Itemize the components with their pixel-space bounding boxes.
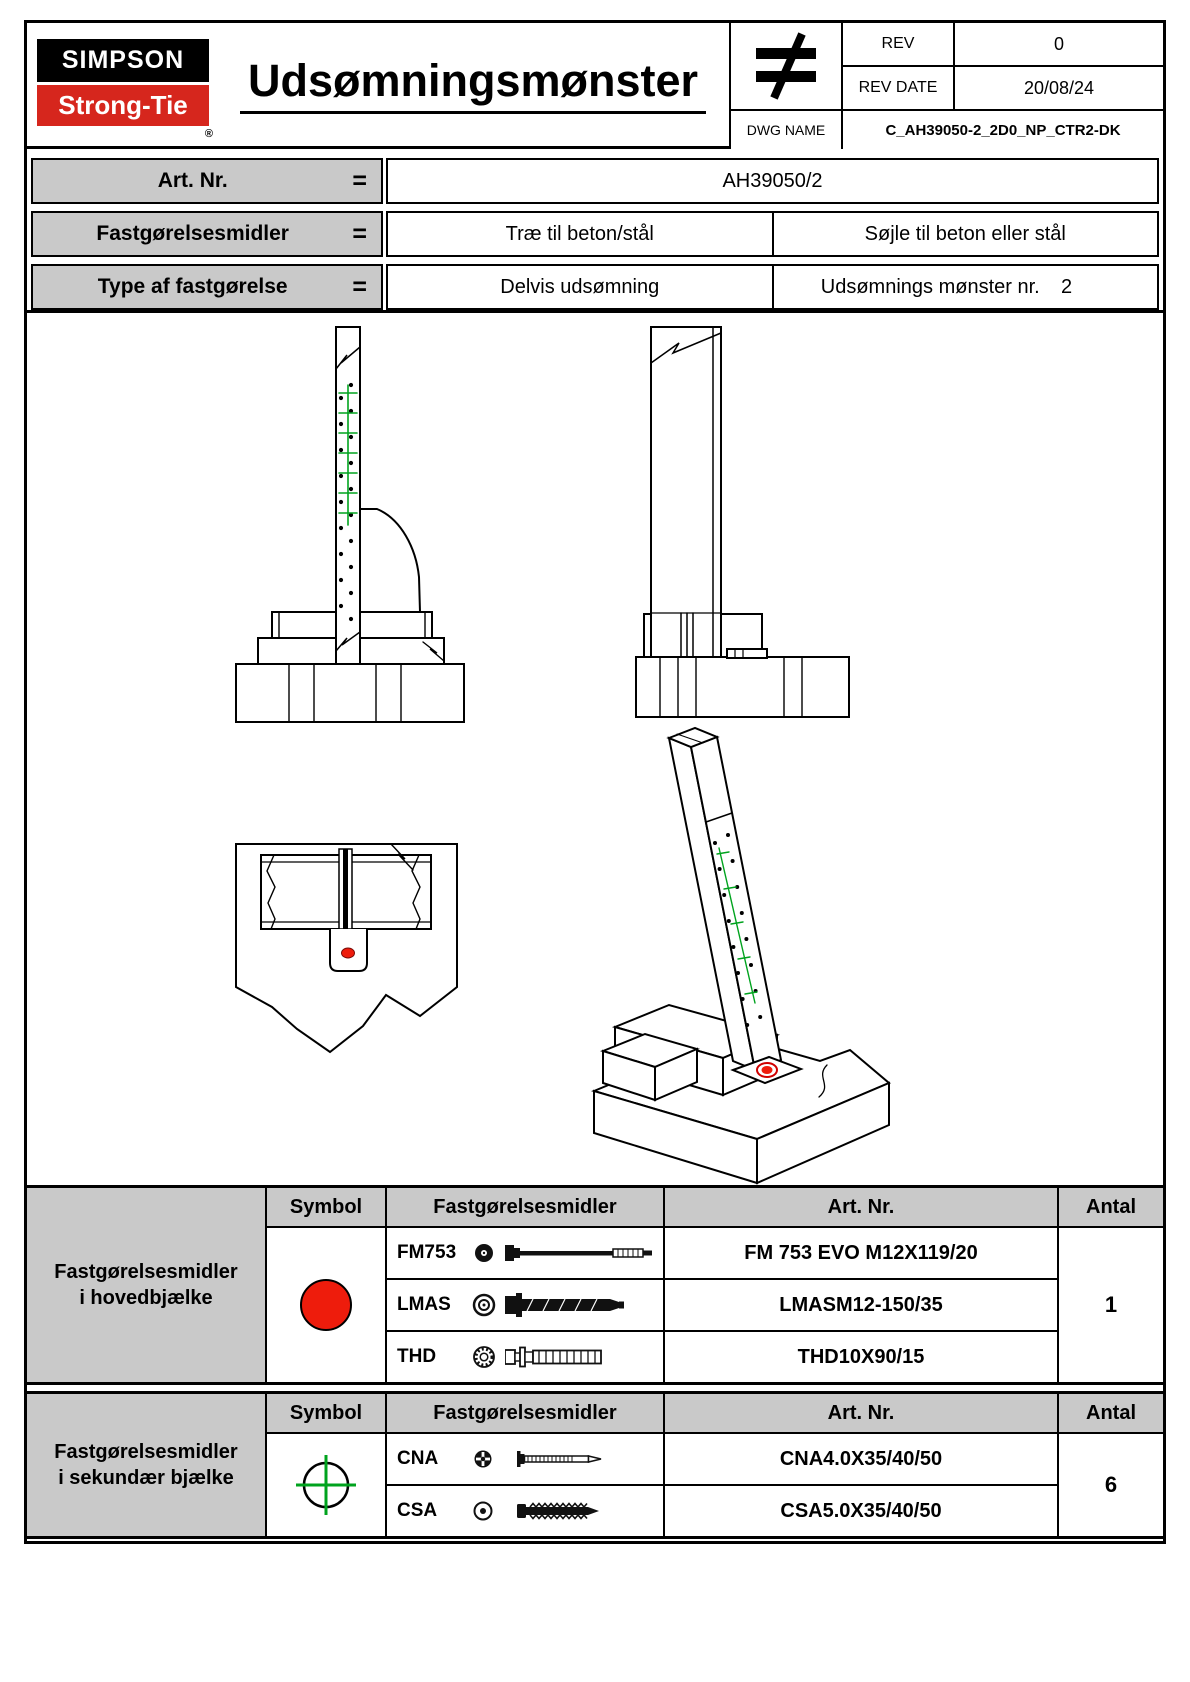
type-value-1: Delvis udsømning bbox=[500, 275, 660, 298]
equals-sign: = bbox=[352, 166, 367, 195]
fastener-code: THD bbox=[397, 1346, 437, 1367]
cna-nail-icon bbox=[517, 1451, 602, 1467]
projection-symbol-icon bbox=[731, 23, 841, 109]
art-nr-value-box: AH39050/2 bbox=[386, 158, 1159, 204]
secondary-beam-fastener-table: Fastgørelsesmidler i sekundær bjælke Sym… bbox=[27, 1391, 1163, 1539]
drawing-sheet: SIMPSON Strong-Tie ® Udsømningsmønster R… bbox=[24, 20, 1166, 1544]
type-label: Type af fastgørelse bbox=[97, 275, 288, 298]
front-view-drawing bbox=[235, 326, 465, 723]
pattern-nr-label: Udsømnings mønster nr. bbox=[820, 275, 1040, 298]
registered-mark: ® bbox=[204, 128, 213, 140]
fm753-head-icon bbox=[475, 1244, 493, 1262]
sheet-title: Udsømningsmønster bbox=[223, 55, 723, 114]
thd-head-icon bbox=[473, 1346, 495, 1368]
info-row-art-nr: Art. Nr. = AH39050/2 bbox=[31, 158, 1159, 204]
thd-screw-icon bbox=[505, 1346, 602, 1368]
main-fastener-symbol-cell bbox=[267, 1228, 385, 1382]
fm753-bolt-icon bbox=[505, 1245, 652, 1261]
fastener-row: CNA bbox=[387, 1434, 663, 1484]
info-row-type: Type af fastgørelse = Delvis udsømning U… bbox=[31, 264, 1159, 310]
pattern-nr-value: 2 bbox=[1061, 275, 1073, 298]
lmas-head-icon bbox=[472, 1293, 496, 1317]
art-nr-label-box: Art. Nr. = bbox=[31, 158, 383, 204]
simpson-strongtie-logo: SIMPSON Strong-Tie ® bbox=[37, 39, 213, 140]
fastener-art-nr: CSA5.0X35/40/50 bbox=[665, 1486, 1057, 1536]
qty-value: 6 bbox=[1059, 1434, 1163, 1536]
csa-head-icon bbox=[473, 1501, 493, 1521]
side-view-drawing bbox=[635, 326, 850, 718]
table-row-label-line1: Fastgørelsesmidler bbox=[54, 1441, 238, 1463]
fastener-code: CSA bbox=[397, 1500, 438, 1521]
lmas-anchor-icon bbox=[505, 1293, 624, 1317]
table-row-label-line2: i hovedbjælke bbox=[79, 1287, 213, 1309]
column-header-symbol: Symbol bbox=[267, 1394, 385, 1432]
csa-screw-icon bbox=[517, 1502, 599, 1520]
column-header-qty: Antal bbox=[1059, 1188, 1163, 1226]
fasteners-value-2: Søjle til beton eller stål bbox=[771, 213, 1158, 255]
not-equal-icon bbox=[756, 32, 816, 100]
fasteners-value-box: Træ til beton/stål Søjle til beton eller… bbox=[386, 211, 1159, 257]
rev-date-value: 20/08/24 bbox=[955, 67, 1163, 109]
info-row-fasteners: Fastgørelsesmidler = Træ til beton/stål … bbox=[31, 211, 1159, 257]
column-header-qty: Antal bbox=[1059, 1394, 1163, 1432]
dwg-name-value: C_AH39050-2_2D0_NP_CTR2-DK bbox=[843, 111, 1163, 149]
logo-strongtie-label: Strong-Tie bbox=[58, 90, 188, 120]
fasteners-label: Fastgørelsesmidler bbox=[96, 222, 289, 245]
fastener-row: FM753 bbox=[387, 1228, 663, 1278]
fastener-code: FM753 bbox=[397, 1242, 457, 1263]
fastener-art-nr: THD10X90/15 bbox=[665, 1332, 1057, 1382]
revision-block: REV 0 REV DATE 20/08/24 DWG NAME C_AH390… bbox=[729, 23, 1163, 149]
qty-value: 1 bbox=[1059, 1228, 1163, 1382]
rev-value: 0 bbox=[955, 23, 1163, 65]
logo-strongtie-text: Strong-Tie ® bbox=[37, 85, 213, 140]
fastener-art-nr: CNA4.0X35/40/50 bbox=[665, 1434, 1057, 1484]
art-nr-label: Art. Nr. bbox=[157, 169, 228, 192]
rev-label: REV bbox=[843, 23, 953, 65]
fasteners-label-box: Fastgørelsesmidler = bbox=[31, 211, 383, 257]
fastener-row: LMAS bbox=[387, 1280, 663, 1330]
equals-sign: = bbox=[352, 272, 367, 301]
fastener-code: LMAS bbox=[397, 1294, 451, 1315]
column-header-fasteners: Fastgørelsesmidler bbox=[387, 1188, 663, 1226]
column-header-symbol: Symbol bbox=[267, 1188, 385, 1226]
main-beam-fastener-table: Fastgørelsesmidler i hovedbjælke Symbol … bbox=[27, 1185, 1163, 1385]
type-label-box: Type af fastgørelse = bbox=[31, 264, 383, 310]
table-row-label: Fastgørelsesmidler i sekundær bjælke bbox=[27, 1394, 265, 1536]
dwg-name-label: DWG NAME bbox=[731, 111, 841, 149]
rev-date-label: REV DATE bbox=[843, 67, 953, 109]
type-value-box: Delvis udsømning Udsømnings mønster nr. … bbox=[386, 264, 1159, 310]
fastener-row: THD bbox=[387, 1332, 663, 1382]
equals-sign: = bbox=[352, 219, 367, 248]
plan-view-drawing bbox=[235, 843, 458, 1054]
fastener-art-nr: LMASM12-150/35 bbox=[665, 1280, 1057, 1330]
fastener-art-nr: FM 753 EVO M12X119/20 bbox=[665, 1228, 1057, 1278]
drawing-area bbox=[27, 313, 1163, 1185]
column-header-art-nr: Art. Nr. bbox=[665, 1188, 1057, 1226]
table-row-label-line2: i sekundær bjælke bbox=[58, 1467, 234, 1489]
pattern-nr-cell: Udsømnings mønster nr. 2 bbox=[771, 266, 1158, 308]
title-block: SIMPSON Strong-Tie ® Udsømningsmønster R… bbox=[27, 23, 1163, 149]
technical-drawing bbox=[235, 326, 891, 1185]
red-circle-icon bbox=[300, 1279, 352, 1331]
table-row-label-line1: Fastgørelsesmidler bbox=[54, 1261, 238, 1283]
sheet-title-text: Udsømningsmønster bbox=[239, 55, 707, 114]
divider-line bbox=[27, 310, 1163, 313]
table-row-label: Fastgørelsesmidler i hovedbjælke bbox=[27, 1188, 265, 1382]
fastener-code: CNA bbox=[397, 1448, 439, 1469]
isometric-view-drawing bbox=[591, 726, 891, 1185]
secondary-fastener-symbol-cell bbox=[267, 1434, 385, 1536]
fastener-row: CSA bbox=[387, 1486, 663, 1536]
art-nr-value: AH39050/2 bbox=[722, 169, 823, 192]
column-header-fasteners: Fastgørelsesmidler bbox=[387, 1394, 663, 1432]
logo-simpson-text: SIMPSON bbox=[37, 39, 209, 82]
cna-head-icon bbox=[474, 1450, 492, 1468]
fasteners-value-1: Træ til beton/stål bbox=[505, 222, 654, 245]
column-header-art-nr: Art. Nr. bbox=[665, 1394, 1057, 1432]
green-crosshair-icon bbox=[296, 1455, 356, 1515]
